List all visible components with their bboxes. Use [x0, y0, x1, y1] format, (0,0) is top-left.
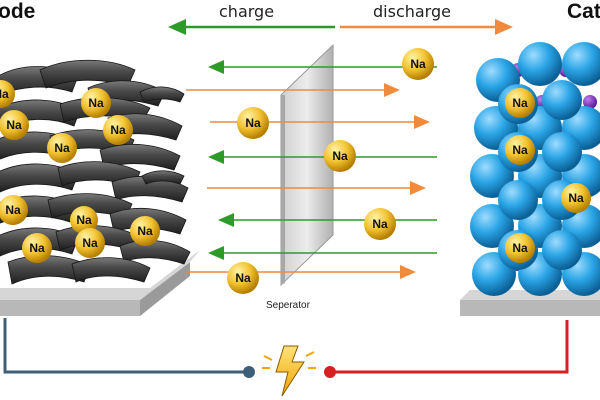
- na-ion: Na: [81, 88, 111, 118]
- discharge-direction-arrow: [340, 19, 513, 35]
- svg-text:Na: Na: [568, 191, 584, 205]
- svg-text:Na: Na: [110, 123, 126, 137]
- svg-text:Na: Na: [5, 203, 21, 217]
- negative-terminal: [243, 366, 255, 378]
- na-ion: Na: [505, 135, 535, 165]
- svg-text:Na: Na: [512, 143, 528, 157]
- svg-text:Na: Na: [54, 141, 70, 155]
- na-ion: Na: [237, 107, 269, 139]
- na-ion: Na: [22, 233, 52, 263]
- external-circuit: [3, 318, 569, 378]
- anode-electrode: Na Na Na Na Na Na Na Na Na Na: [0, 59, 200, 316]
- separator-label: Seperator: [266, 300, 311, 311]
- na-ion: Na: [103, 115, 133, 145]
- discharge-label: discharge: [373, 2, 451, 21]
- lightning-bolt-icon: [262, 345, 316, 397]
- svg-text:Na: Na: [410, 57, 426, 71]
- discharge-arrow: [207, 181, 426, 195]
- electrolyte-na-ions: Na Na Na Na Na: [227, 48, 434, 294]
- svg-text:Na: Na: [82, 236, 98, 250]
- na-ion: Na: [0, 80, 15, 108]
- svg-text:Na: Na: [235, 271, 251, 285]
- svg-text:Na: Na: [512, 96, 528, 110]
- svg-text:Na: Na: [6, 118, 22, 132]
- svg-text:Na: Na: [29, 241, 45, 255]
- na-ion: Na: [402, 48, 434, 80]
- cathode-na-ions: Na Na Na Na: [505, 88, 591, 263]
- positive-terminal: [324, 366, 336, 378]
- separator-membrane: [280, 43, 334, 287]
- charge-arrow: [208, 246, 437, 260]
- na-ion: Na: [130, 216, 160, 246]
- na-ion: Na: [0, 195, 28, 225]
- svg-text:Na: Na: [332, 149, 348, 163]
- na-ion: Na: [505, 88, 535, 118]
- discharge-arrow: [186, 83, 400, 97]
- charge-label: charge: [219, 2, 274, 21]
- na-ion: Na: [505, 233, 535, 263]
- na-ion: Na: [561, 183, 591, 213]
- anode-na-ions: Na Na Na Na Na Na Na Na Na Na: [0, 80, 160, 263]
- anode-label: ode: [0, 0, 35, 23]
- svg-text:Na: Na: [245, 116, 261, 130]
- na-ion: Na: [70, 206, 98, 234]
- svg-text:Na: Na: [88, 96, 104, 110]
- svg-text:Na: Na: [372, 217, 388, 231]
- na-ion: Na: [47, 133, 77, 163]
- discharge-arrow: [186, 265, 416, 279]
- charge-arrow: [208, 60, 437, 74]
- charge-arrow: [218, 213, 437, 227]
- svg-text:Na: Na: [0, 87, 9, 101]
- na-ion: Na: [364, 208, 396, 240]
- na-ion: Na: [0, 110, 29, 140]
- cathode-oxide-spheres: [470, 42, 600, 296]
- cathode-electrode: Na Na Na Na: [460, 42, 600, 316]
- na-ion: Na: [227, 262, 259, 294]
- charge-direction-arrow: [168, 19, 335, 35]
- na-ion: Na: [324, 140, 356, 172]
- svg-text:Na: Na: [137, 224, 153, 238]
- na-ion: Na: [75, 228, 105, 258]
- svg-text:Na: Na: [512, 241, 528, 255]
- ion-transport-arrows: [186, 60, 437, 279]
- svg-text:Na: Na: [76, 213, 92, 227]
- cathode-label: Cat: [567, 0, 600, 23]
